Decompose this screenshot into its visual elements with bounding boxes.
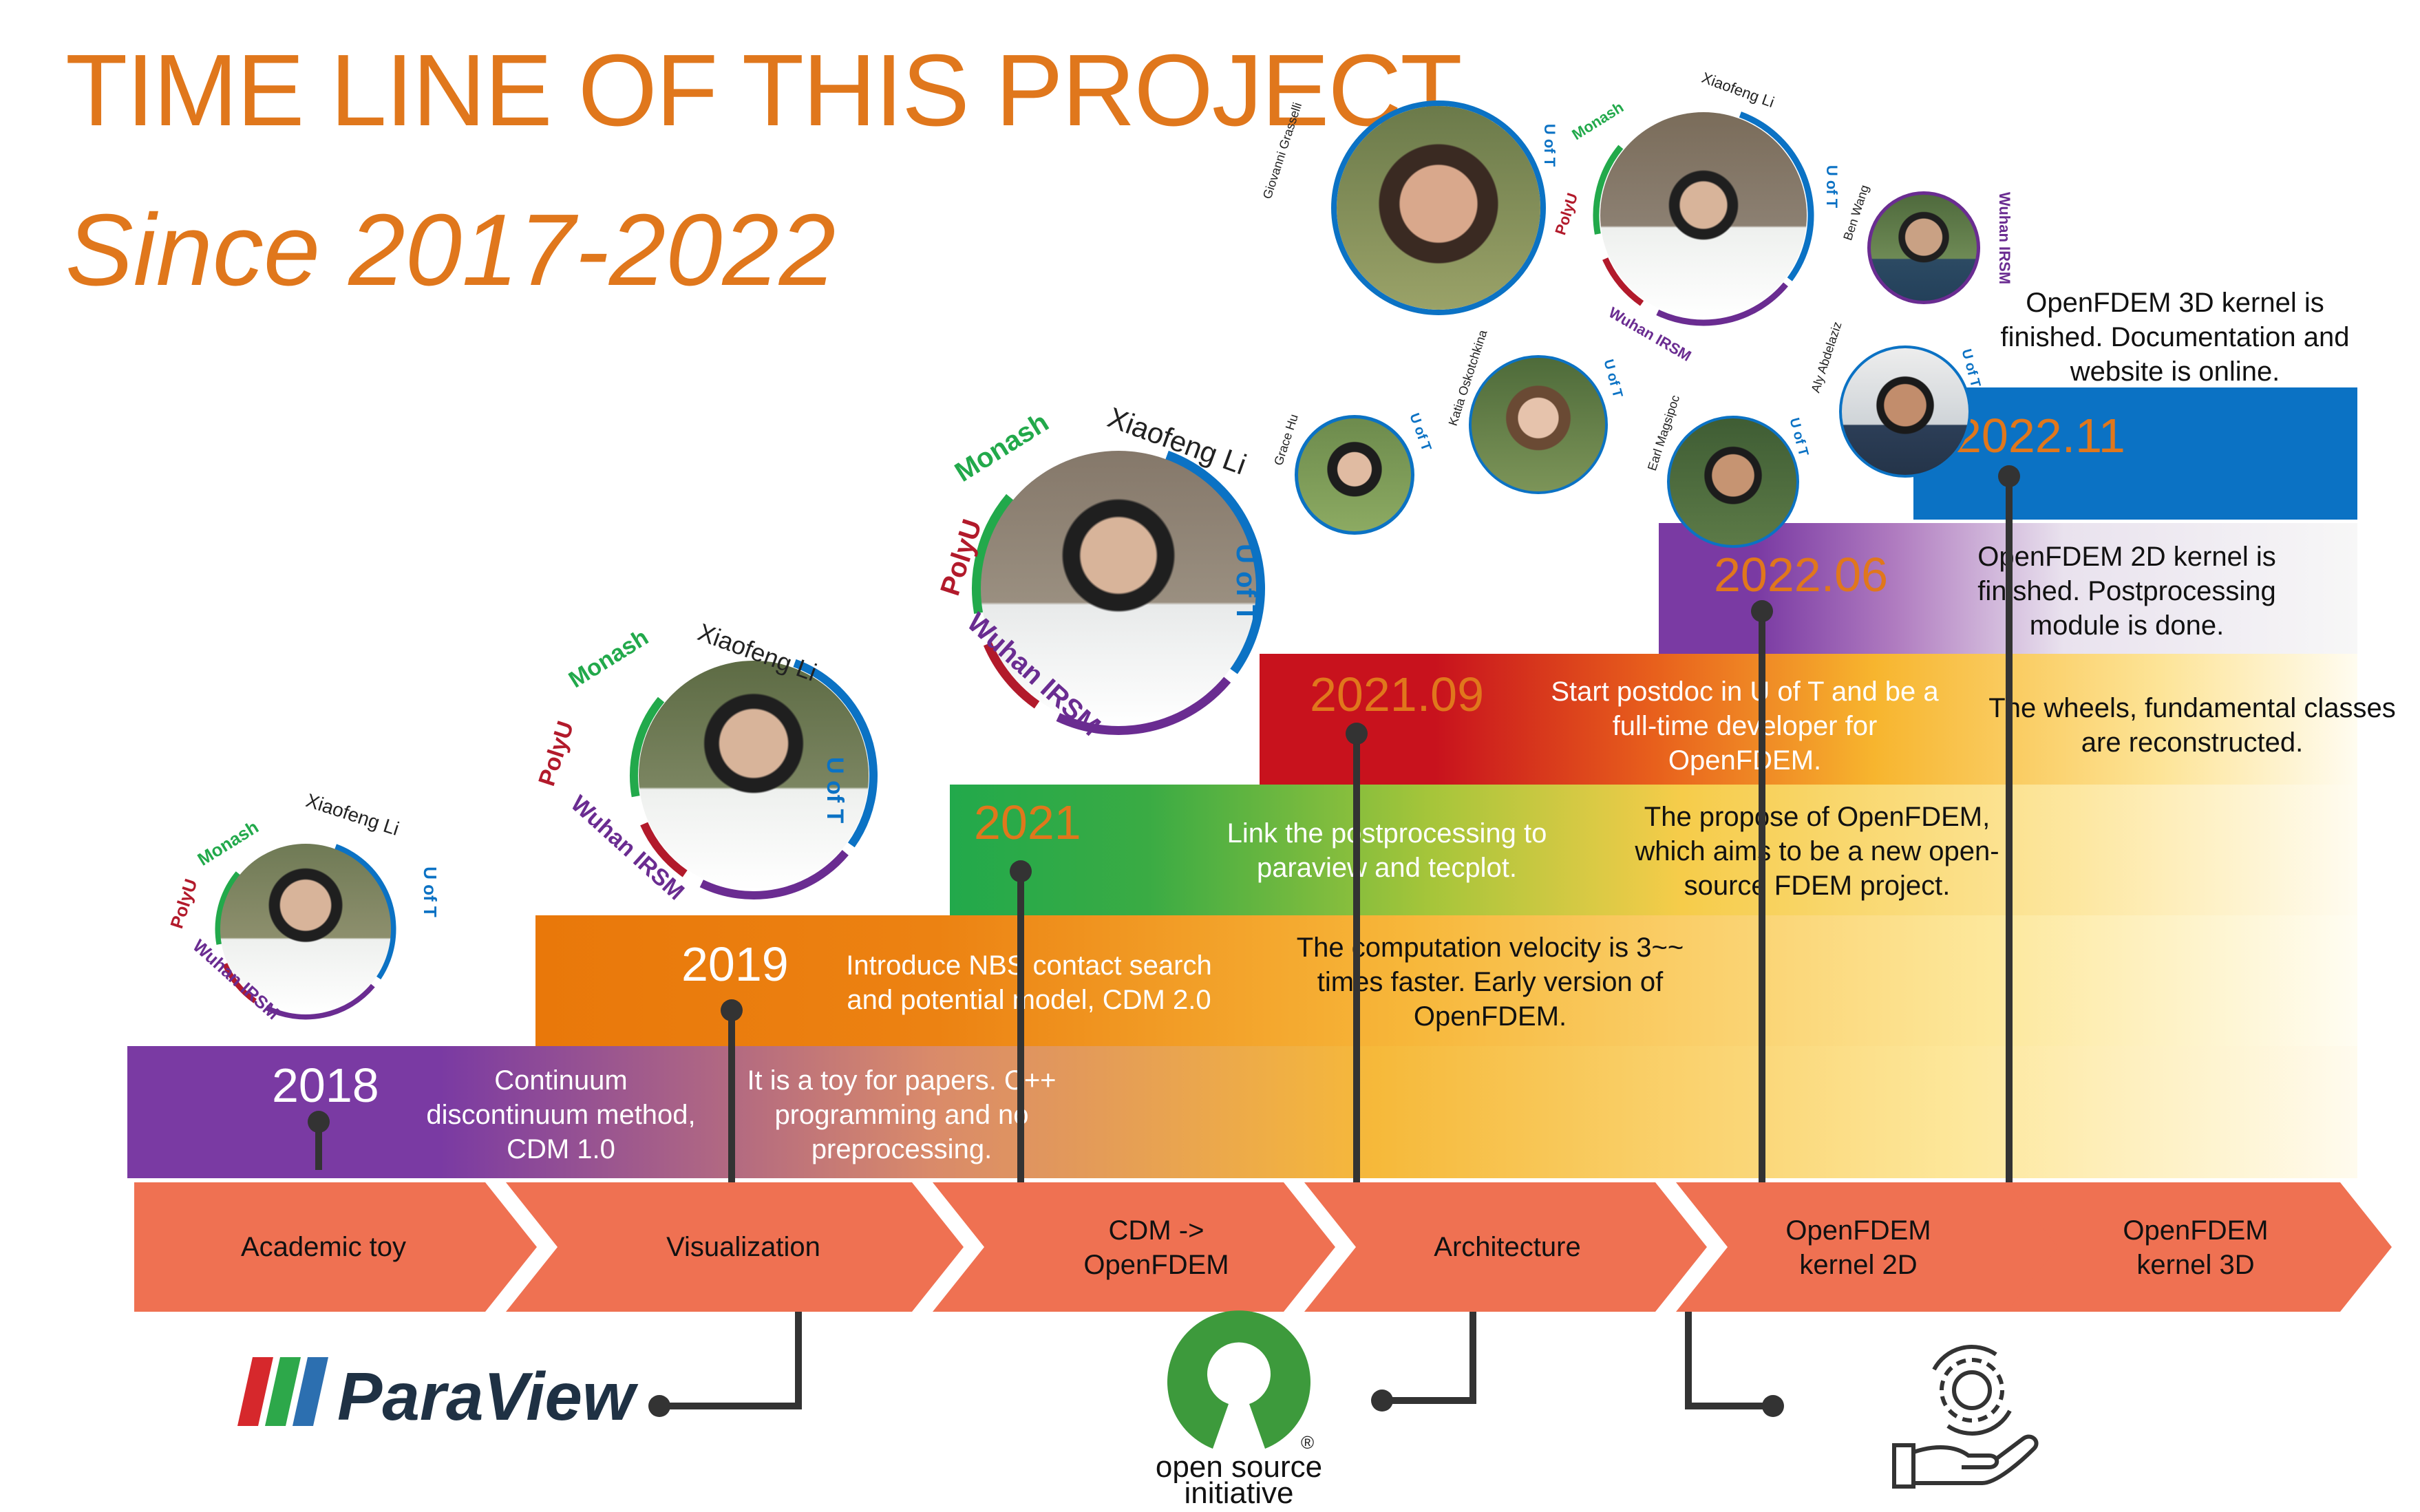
portrait-ring-xiaofeng-2022: [1593, 105, 1814, 326]
note-2021-09: The propose of OpenFDEM, which aims to b…: [1635, 802, 1999, 901]
photo-xiaofeng-2021: [981, 451, 1256, 726]
year-2021: 2021: [974, 796, 1081, 849]
photo-earl: [1670, 418, 1796, 545]
page-subtitle: Since 2017-2022: [65, 193, 836, 307]
stage-label-cdm-openfdem: CDM -> OpenFDEM: [1083, 1215, 1229, 1280]
pin-line-2019: [728, 1012, 735, 1182]
desc-2021-09: Start postdoc in U of T and be a full-ti…: [1551, 677, 1939, 776]
pin-dot-2021-09: [1346, 723, 1368, 745]
uoft-label-2021: U of T: [1231, 544, 1261, 622]
connector-kernel2d-h: [1685, 1403, 1771, 1409]
pin-dot-2018: [308, 1111, 330, 1133]
photo-xiaofeng-2019: [639, 661, 869, 891]
portrait-ring-grace: [1295, 415, 1414, 535]
desc-2022-11: OpenFDEM 3D kernel is finished. Document…: [2000, 288, 2350, 387]
band-2018: [127, 1046, 2357, 1178]
paraview-logo-text: ParaView: [337, 1359, 635, 1434]
band-2021: [950, 785, 2357, 915]
band-2021-09: [1260, 654, 2357, 785]
portrait-ring-katia: [1469, 355, 1608, 494]
year-2019: 2019: [681, 937, 789, 991]
portrait-ring-giovanni: [1331, 100, 1546, 315]
desc-2018: Continuum discontinuum method, CDM 1.0: [426, 1065, 696, 1164]
desc-2019: Introduce NBS contact search and potenti…: [846, 950, 1212, 1015]
wuhan-label-ben: Wuhan IRSM: [1996, 191, 2014, 285]
portrait-ring-aly: [1839, 345, 1971, 478]
connector-architecture-v: [1469, 1312, 1476, 1403]
note-2021: The computation velocity is 3~~ times fa…: [1296, 933, 1684, 1032]
desc-2022-06: OpenFDEM 2D kernel is finished. Postproc…: [1977, 542, 2276, 641]
photo-aly: [1842, 348, 1968, 475]
stage-arrow-4: [1304, 1182, 1707, 1312]
photo-xiaofeng-2022: [1600, 112, 1807, 319]
pin-line-2021: [1017, 873, 1024, 1182]
gear-hand-icon: [1892, 1345, 2039, 1489]
uoft-label-2022: U of T: [1823, 164, 1841, 209]
stage-label-kernel-3d: OpenFDEM kernel 3D: [2123, 1215, 2269, 1280]
stage-arrow-6: [2006, 1182, 2392, 1312]
year-2022-11: 2022.11: [1955, 409, 2125, 462]
year-2018: 2018: [272, 1058, 379, 1112]
band-2019: [535, 915, 2357, 1046]
note-2022-06: The wheels, fundamental classes are reco…: [1988, 693, 2396, 758]
year-2021-09: 2021.09: [1310, 668, 1485, 721]
pin-dot-2022-11: [1998, 465, 2020, 487]
year-2022-06: 2022.06: [1714, 548, 1889, 601]
uoft-label-2019: U of T: [822, 757, 848, 824]
stage-label-academic-toy: Academic toy: [240, 1232, 407, 1262]
connector-visualization-dot: [648, 1395, 670, 1417]
pin-line-2022-11: [2006, 476, 2013, 1182]
pin-line-2018: [315, 1122, 322, 1170]
pin-dot-2022-06: [1751, 600, 1773, 622]
connector-kernel2d-dot: [1762, 1395, 1784, 1417]
photo-katia: [1472, 358, 1605, 491]
paraview-logo-icon: [237, 1357, 328, 1426]
uoft-label-2018: U of T: [419, 866, 441, 917]
stage-label-kernel-2d: OpenFDEM kernel 2D: [1785, 1215, 1931, 1280]
pin-dot-2019: [721, 999, 743, 1021]
photo-ben: [1871, 195, 1977, 301]
desc-2021: Link the postprocessing to paraview and …: [1227, 818, 1547, 883]
portrait-ring-2021: [972, 442, 1265, 735]
portrait-ring-2018: [215, 838, 396, 1020]
uoft-label-giovanni: U of T: [1541, 123, 1559, 167]
pin-dot-2021: [1010, 860, 1032, 882]
connector-visualization-v: [795, 1312, 802, 1408]
connector-kernel2d-v: [1685, 1312, 1692, 1408]
note-2019: It is a toy for papers. C++ programming …: [747, 1065, 1057, 1164]
photo-xiaofeng-2018: [220, 844, 391, 1014]
photo-grace: [1298, 418, 1411, 531]
svg-text:®: ®: [1301, 1432, 1314, 1453]
stage-arrow-1: [134, 1182, 537, 1312]
stage-arrow-3: [933, 1182, 1335, 1312]
band-2022-11: [1913, 387, 2357, 520]
portrait-ring-earl: [1667, 416, 1799, 548]
stage-arrow-5: [1676, 1182, 2079, 1312]
connector-architecture-h: [1383, 1397, 1476, 1404]
pin-line-2022-06: [1759, 611, 1765, 1182]
stage-label-visualization: Visualization: [666, 1232, 820, 1262]
photo-giovanni: [1337, 106, 1540, 310]
portrait-ring-2019: [630, 652, 878, 899]
connector-visualization-h: [661, 1403, 802, 1409]
stage-arrow-2: [506, 1182, 964, 1312]
connector-architecture-dot: [1371, 1389, 1393, 1412]
page-title: TIME LINE OF THIS PROJECT: [65, 34, 1463, 147]
portrait-ring-ben: [1867, 191, 1980, 304]
osi-line1: open source: [1155, 1450, 1323, 1484]
osi-line2: initiative: [1184, 1476, 1294, 1510]
pin-line-2021-09: [1353, 734, 1360, 1182]
stage-label-architecture: Architecture: [1434, 1232, 1581, 1262]
osi-logo-icon: ®: [1167, 1310, 1314, 1453]
